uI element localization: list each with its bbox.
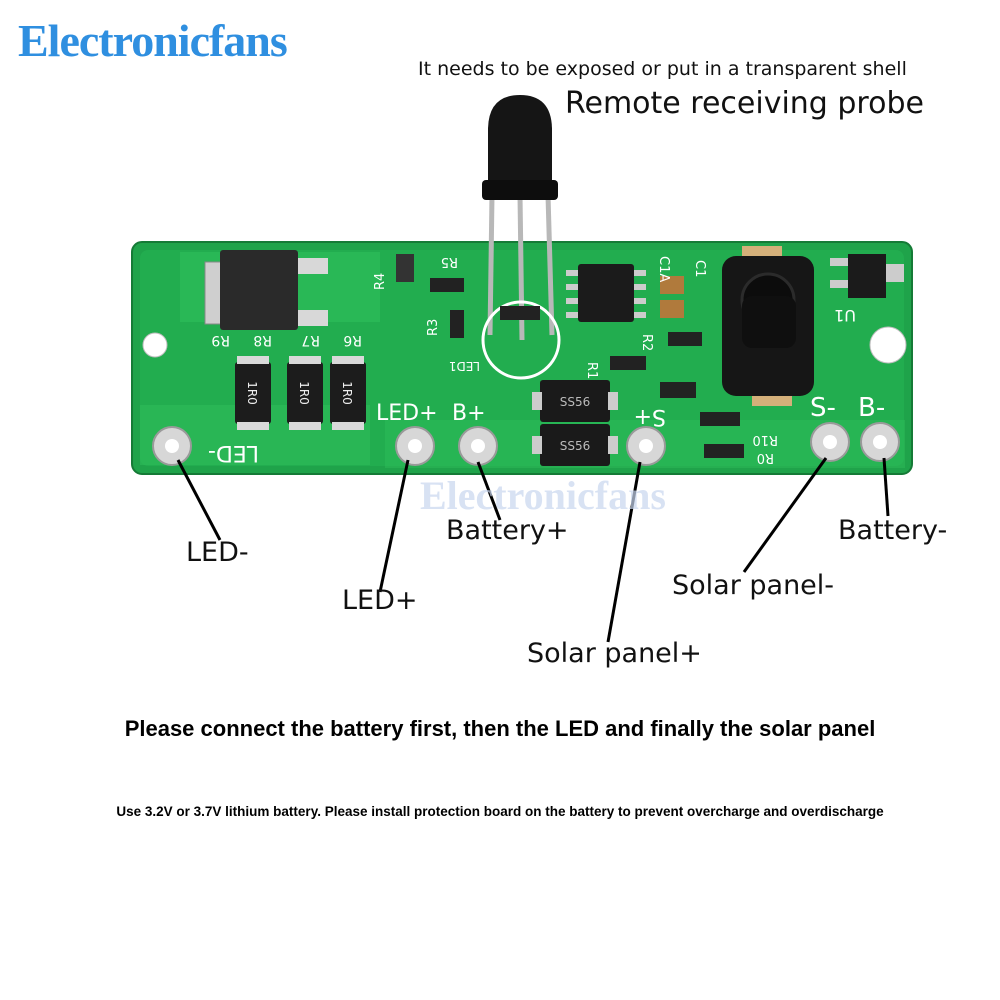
silk-s-plus: S+: [634, 404, 666, 429]
silk-r9: R9: [211, 332, 230, 348]
silk-led-plus: LED+: [376, 401, 438, 426]
silk-b-minus: B-: [858, 393, 885, 423]
ss56-label-1: SS56: [560, 395, 591, 409]
silk-u1: U1: [834, 306, 856, 325]
brand-logo: Electronicfans: [18, 15, 288, 66]
silk-r1: R1: [584, 362, 599, 379]
leader-led-minus: [176, 459, 222, 541]
probe-title: Remote receiving probe: [565, 86, 924, 121]
silk-r7: R7: [301, 332, 320, 348]
u1-chip: U1: [830, 254, 904, 325]
silk-r3: R3: [426, 319, 441, 336]
label-battery-minus: Battery-: [838, 515, 948, 546]
res-label-3: 1R0: [340, 381, 354, 405]
silk-r5: R5: [441, 254, 458, 269]
push-switch: [722, 246, 814, 406]
instruction-battery-note: Use 3.2V or 3.7V lithium battery. Please…: [116, 804, 884, 819]
pad-battery-plus: [458, 426, 498, 466]
watermark: Electronicfans: [420, 473, 666, 518]
silk-r2: R2: [639, 334, 654, 351]
res-label-1: 1R0: [245, 381, 259, 405]
silk-led1: LED1: [449, 359, 480, 373]
pad-solar-plus: [626, 426, 666, 466]
pad-led-plus: [395, 426, 435, 466]
leader-battery-plus: [476, 461, 502, 521]
resistor-r6: [330, 356, 366, 430]
leader-led-plus: [378, 459, 410, 593]
res-label-2: 1R0: [297, 381, 311, 405]
pad-battery-minus: [860, 422, 900, 462]
label-solar-plus: Solar panel+: [527, 638, 702, 669]
silk-r0: R0: [757, 450, 774, 465]
silk-b-plus: B+: [452, 401, 486, 426]
label-solar-minus: Solar panel-: [672, 570, 835, 601]
pad-solar-minus: [810, 422, 850, 462]
silk-r8: R8: [253, 332, 272, 348]
leader-solar-plus: [606, 461, 642, 643]
instruction-connect-order: Please connect the battery first, then t…: [124, 716, 876, 741]
pad-led-minus: [152, 426, 192, 466]
probe-note: It needs to be exposed or put in a trans…: [418, 58, 907, 80]
ic-chip: [566, 264, 646, 322]
label-led-plus: LED+: [342, 585, 418, 616]
silk-r10: R10: [752, 432, 778, 447]
leader-battery-minus: [882, 457, 890, 517]
resistor-r7: [287, 356, 323, 430]
ir-receiver-probe: [481, 95, 561, 380]
label-led-minus: LED-: [186, 537, 249, 568]
diode-ss56-bottom: SS56: [532, 424, 618, 466]
silk-r6: R6: [343, 332, 362, 348]
label-battery-plus: Battery+: [446, 515, 569, 546]
leader-solar-minus: [742, 457, 828, 573]
resistor-r8: [235, 356, 271, 430]
silk-r4: R4: [373, 273, 388, 290]
silk-led-minus: LED-: [208, 440, 259, 465]
mosfet-component: [204, 250, 328, 330]
silk-c1a: C1A: [656, 256, 671, 282]
diode-ss56-top: SS56: [532, 380, 618, 422]
silk-c1: C1: [692, 260, 707, 277]
silk-s-minus: S-: [810, 393, 836, 423]
ss56-label-2: SS56: [560, 439, 591, 453]
